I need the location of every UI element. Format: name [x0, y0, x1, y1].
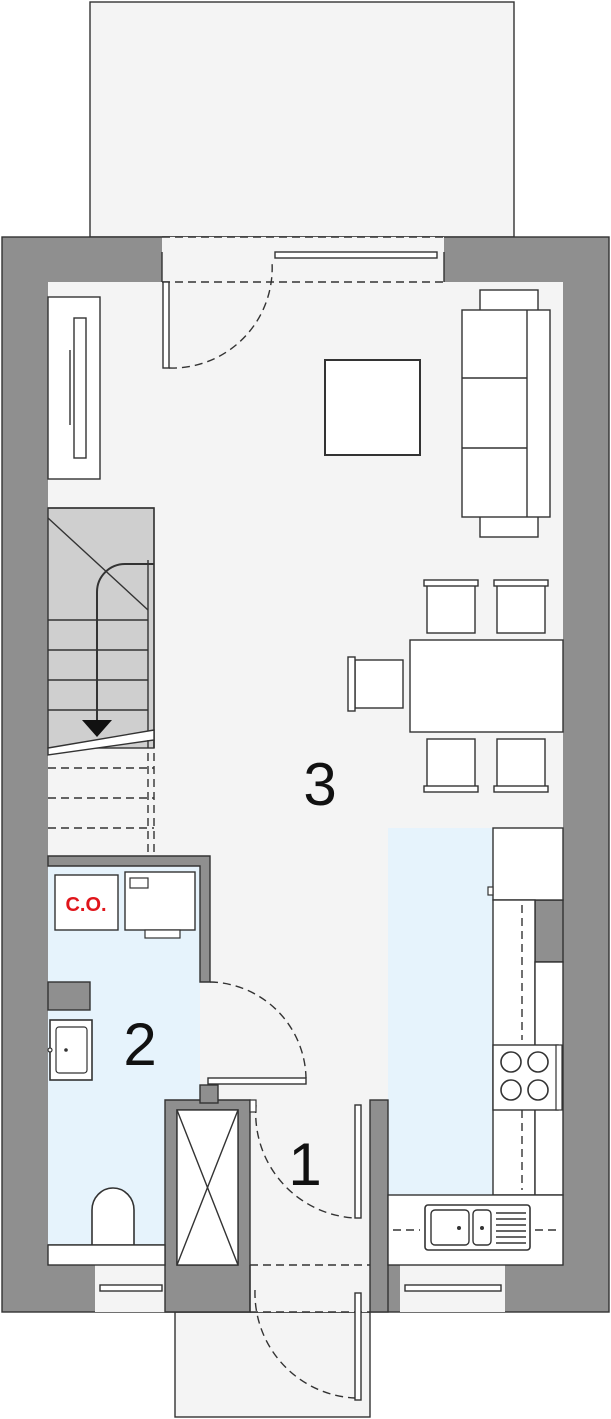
sofa-backrest-top: [479, 289, 539, 313]
dining-chair: [496, 584, 546, 634]
bathroom-floor: [48, 865, 200, 1245]
front-door-leaf: [354, 1292, 362, 1401]
front-porch: [174, 1311, 371, 1418]
inner-door-leaf: [354, 1104, 362, 1219]
kitchen-floor: [388, 828, 493, 1195]
staircase: [47, 507, 155, 749]
closet-wall-top: [199, 1084, 219, 1104]
tv: [73, 317, 87, 459]
coffee-table: [324, 359, 421, 456]
dining-chair: [426, 738, 476, 788]
front-window-right: [404, 1284, 502, 1292]
bathroom-wall: [47, 855, 211, 983]
rear-window: [274, 251, 438, 259]
sofa: [461, 309, 551, 518]
dining-table: [409, 639, 564, 733]
front-window-left: [99, 1284, 163, 1292]
entry-wall-right: [369, 1099, 389, 1313]
rear-door-leaf: [162, 281, 170, 369]
bathroom-door-leaf: [207, 1077, 307, 1085]
kitchen-wall-niche: [534, 899, 564, 963]
rear-opening: [162, 237, 444, 282]
room-number-1: 1: [288, 1131, 321, 1198]
dining-chair: [496, 738, 546, 788]
front-door-opening: [250, 1265, 370, 1312]
room-number-3: 3: [303, 751, 336, 818]
dining-chair: [354, 659, 404, 709]
boiler-box: [54, 874, 119, 931]
stair-direction-arrow: [82, 720, 112, 737]
sofa-backrest-bottom: [479, 514, 539, 538]
room-number-2: 2: [123, 1011, 156, 1078]
boiler-label: C.O.: [65, 894, 106, 916]
toilet: [91, 1187, 135, 1246]
bathroom-wall-stub: [47, 981, 91, 1011]
cooktop: [492, 1044, 559, 1111]
fridge: [492, 827, 564, 901]
rear-terrace: [89, 1, 515, 238]
dining-chair: [426, 584, 476, 634]
